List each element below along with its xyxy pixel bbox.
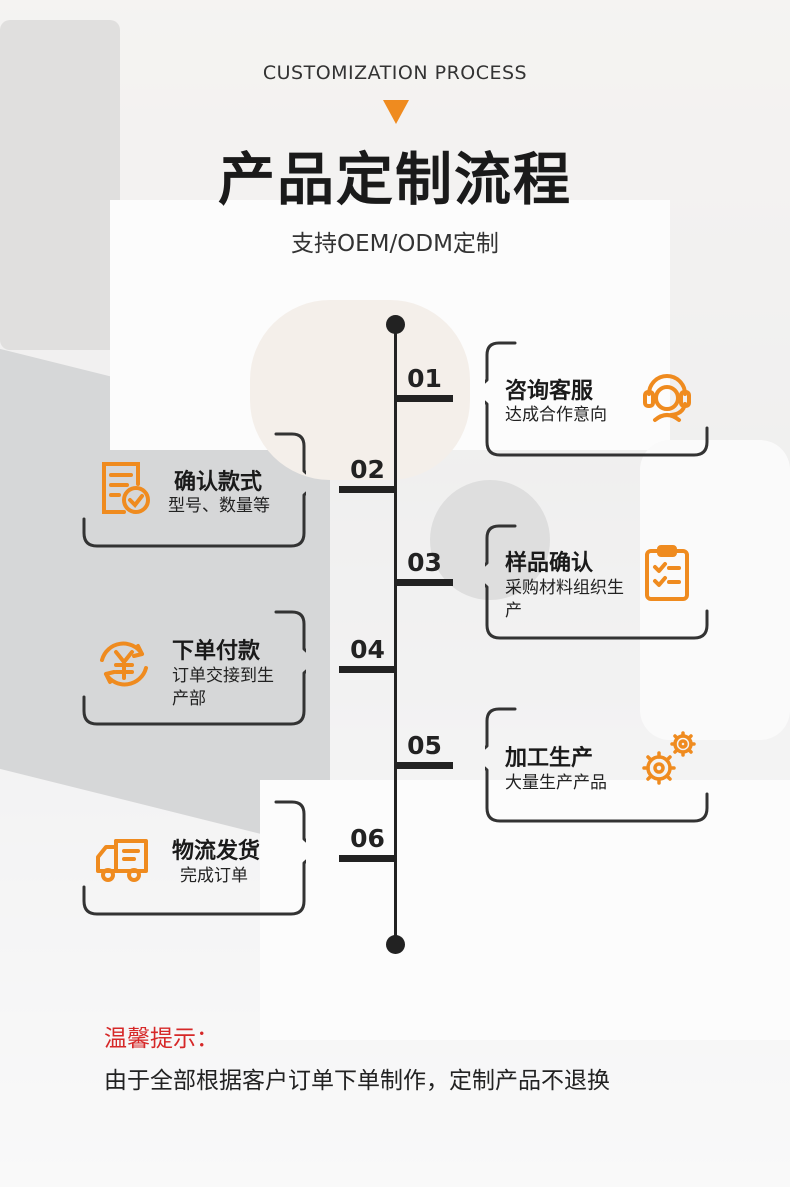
- timeline-end-dot: [386, 935, 405, 954]
- card-frame: [82, 432, 306, 548]
- step-card: 下单付款 订单交接到生产部: [82, 609, 306, 727]
- page-title: 产品定制流程: [218, 147, 572, 213]
- truck-icon: [94, 829, 154, 889]
- timeline-start-dot: [386, 315, 405, 334]
- tip-text: 由于全部根据客户订单下单制作，定制产品不退换: [104, 1068, 610, 1094]
- customer-service-icon: [637, 364, 697, 424]
- subtitle-cn: 支持OEM/ODM定制: [291, 231, 499, 257]
- card-frame: [82, 800, 306, 916]
- step-card: 咨询客服 达成合作意向: [485, 340, 709, 458]
- timeline-line: [394, 323, 397, 945]
- step-title: 加工生产: [505, 746, 594, 771]
- step-tick: [396, 395, 453, 402]
- step-tick: [396, 762, 453, 769]
- step-card: 物流发货 完成订单: [82, 799, 306, 917]
- step-title: 样品确认: [505, 551, 594, 576]
- step-desc: 订单交接到生产部: [172, 666, 274, 709]
- step-card: 样品确认 采购材料组织生产: [485, 523, 709, 641]
- step-tick: [339, 666, 396, 673]
- clipboard-check-icon: [637, 543, 697, 603]
- step-title: 确认款式: [174, 470, 263, 495]
- step-number: 04: [350, 635, 385, 664]
- yuan-payment-icon: [94, 634, 154, 694]
- step-card: 加工生产 大量生产产品: [485, 706, 709, 824]
- step-title: 咨询客服: [505, 379, 594, 404]
- step-desc: 大量生产产品: [505, 773, 607, 793]
- tip-label: 温馨提示：: [104, 1026, 219, 1052]
- step-number: 06: [350, 824, 385, 853]
- step-tick: [339, 486, 396, 493]
- gears-icon: [637, 728, 697, 788]
- step-desc: 型号、数量等: [168, 496, 270, 516]
- card-frame: [485, 524, 709, 640]
- step-desc: 采购材料组织生产: [505, 578, 624, 621]
- subtitle-en: CUSTOMIZATION PROCESS: [262, 62, 528, 84]
- step-desc: 达成合作意向: [505, 405, 607, 425]
- step-title: 下单付款: [172, 639, 261, 664]
- step-number: 05: [407, 731, 442, 760]
- card-frame: [485, 707, 709, 823]
- step-card: 确认款式 型号、数量等: [82, 431, 306, 549]
- step-tick: [339, 855, 396, 862]
- step-desc: 完成订单: [180, 866, 248, 886]
- step-number: 02: [350, 455, 385, 484]
- card-frame: [82, 610, 306, 726]
- document-check-icon: [94, 458, 154, 518]
- step-tick: [396, 579, 453, 586]
- step-number: 03: [407, 548, 442, 577]
- step-number: 01: [407, 364, 442, 393]
- down-arrow-icon: [383, 100, 409, 124]
- step-title: 物流发货: [172, 839, 261, 864]
- card-frame: [485, 341, 709, 457]
